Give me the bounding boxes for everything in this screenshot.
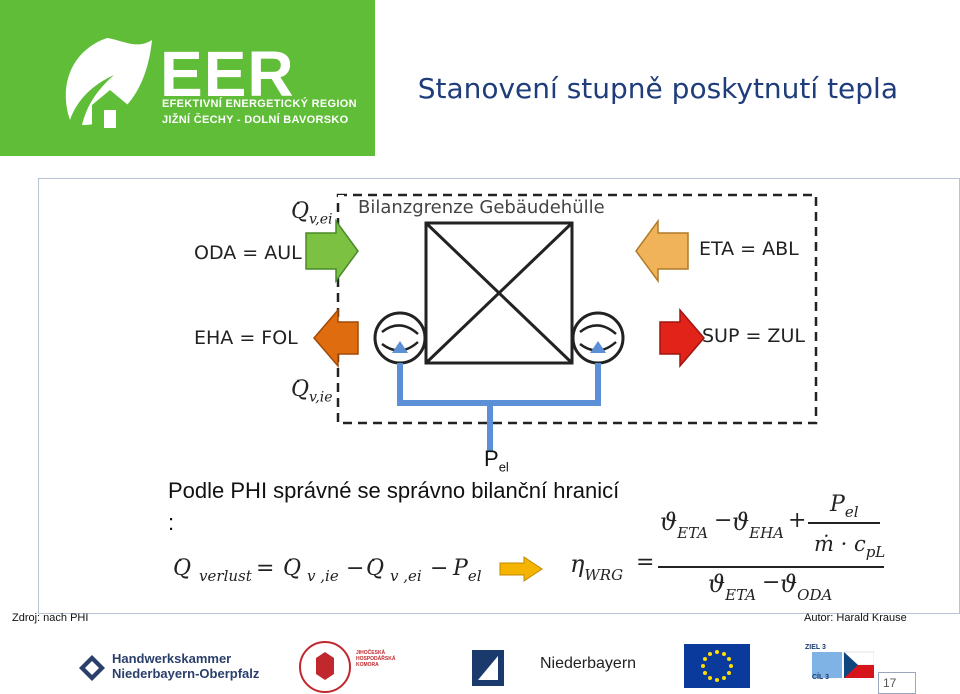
q-vie-label: .Qv,ie bbox=[291, 363, 333, 406]
ziel3-label: ZIEL 3 bbox=[805, 644, 826, 651]
eq1-minus-1: − bbox=[346, 556, 365, 581]
hwk-logo-icon bbox=[79, 655, 105, 681]
eq1-equals: = bbox=[256, 556, 275, 581]
bavaria-czech-flags-icon bbox=[812, 651, 874, 678]
hk-seal-icon bbox=[299, 641, 351, 693]
statement-colon: : bbox=[168, 510, 175, 535]
logo-subtitle-1: EFEKTIVNÍ ENERGETICKÝ REGION bbox=[162, 98, 357, 110]
ihk-name: Niederbayern bbox=[540, 655, 637, 672]
q-vei-label: .Qv,ei bbox=[291, 185, 333, 228]
ihk-logo-icon bbox=[472, 650, 504, 686]
pel-label: Pel bbox=[484, 446, 509, 475]
frac-denominator: ṁ · cpL bbox=[814, 532, 886, 561]
den-theta-eta: ϑETA bbox=[708, 570, 757, 604]
ihk-tag: IHK bbox=[508, 660, 529, 674]
den-theta-oda: ϑODA bbox=[780, 570, 833, 604]
title-panel: Stanovení stupně poskytnutí tepla bbox=[375, 0, 960, 156]
heat-exchanger bbox=[424, 221, 574, 365]
sup-label: SUP = ZUL bbox=[702, 325, 805, 347]
building-boundary bbox=[336, 193, 818, 425]
power-duct bbox=[397, 363, 601, 406]
result-arrow-icon bbox=[499, 556, 543, 582]
pel-term: Pel bbox=[453, 556, 482, 585]
ventilation-diagram: Bilanzgrenze Gebäudehülle ODA = AUL ETA … bbox=[188, 181, 822, 452]
num-minus: − bbox=[714, 508, 733, 533]
inner-fraction-bar bbox=[808, 522, 880, 524]
eha-outflow-arrow-icon bbox=[313, 307, 359, 369]
eq2-equals: = bbox=[636, 550, 655, 575]
boundary-label: Bilanzgrenze Gebäudehülle bbox=[358, 197, 605, 218]
header-bar: EER EFEKTIVNÍ ENERGETICKÝ REGION JIŽNÍ Č… bbox=[0, 0, 960, 156]
eha-label: EHA = FOL bbox=[194, 327, 298, 349]
partner-logos bbox=[0, 640, 960, 694]
fan-right-icon bbox=[571, 311, 625, 365]
page-title: Stanovení stupně poskytnutí tepla bbox=[417, 72, 898, 105]
logo-subtitle-2: JIŽNÍ ČECHY - DOLNÍ BAVORSKO bbox=[162, 114, 349, 126]
oda-inflow-arrow-icon bbox=[305, 218, 359, 284]
main-fraction-bar bbox=[658, 566, 884, 568]
oda-label: ODA = AUL bbox=[194, 242, 302, 264]
num-theta-eta: ϑETA bbox=[660, 508, 709, 542]
eta-inflow-arrow-icon bbox=[635, 218, 689, 284]
phi-statement: Podle PHI správné se správno bilanční hr… bbox=[168, 478, 620, 503]
cil3-label: CÍL 3 bbox=[812, 674, 829, 681]
fan-left-icon bbox=[373, 311, 427, 365]
eta-wrg-term: ηWRG bbox=[570, 550, 624, 584]
logo-wordmark: EER bbox=[160, 38, 295, 110]
author-note: Autor: Harald Krause bbox=[804, 612, 907, 624]
eu-flag-icon bbox=[684, 644, 750, 688]
source-note: Zdroj: nach PHI bbox=[12, 612, 89, 624]
eta-label: ETA = ABL bbox=[699, 238, 799, 260]
frac-numerator: Pel bbox=[830, 492, 859, 521]
num-plus: + bbox=[788, 508, 807, 533]
num-theta-eha: ϑEHA bbox=[732, 508, 785, 542]
diagram-graphics bbox=[305, 193, 818, 452]
eq1-minus-2: − bbox=[430, 556, 449, 581]
house-leaf-logo-icon bbox=[65, 38, 152, 128]
page-number: 17 bbox=[883, 676, 897, 690]
sup-outflow-arrow-icon bbox=[659, 307, 705, 369]
den-minus: − bbox=[762, 570, 781, 595]
